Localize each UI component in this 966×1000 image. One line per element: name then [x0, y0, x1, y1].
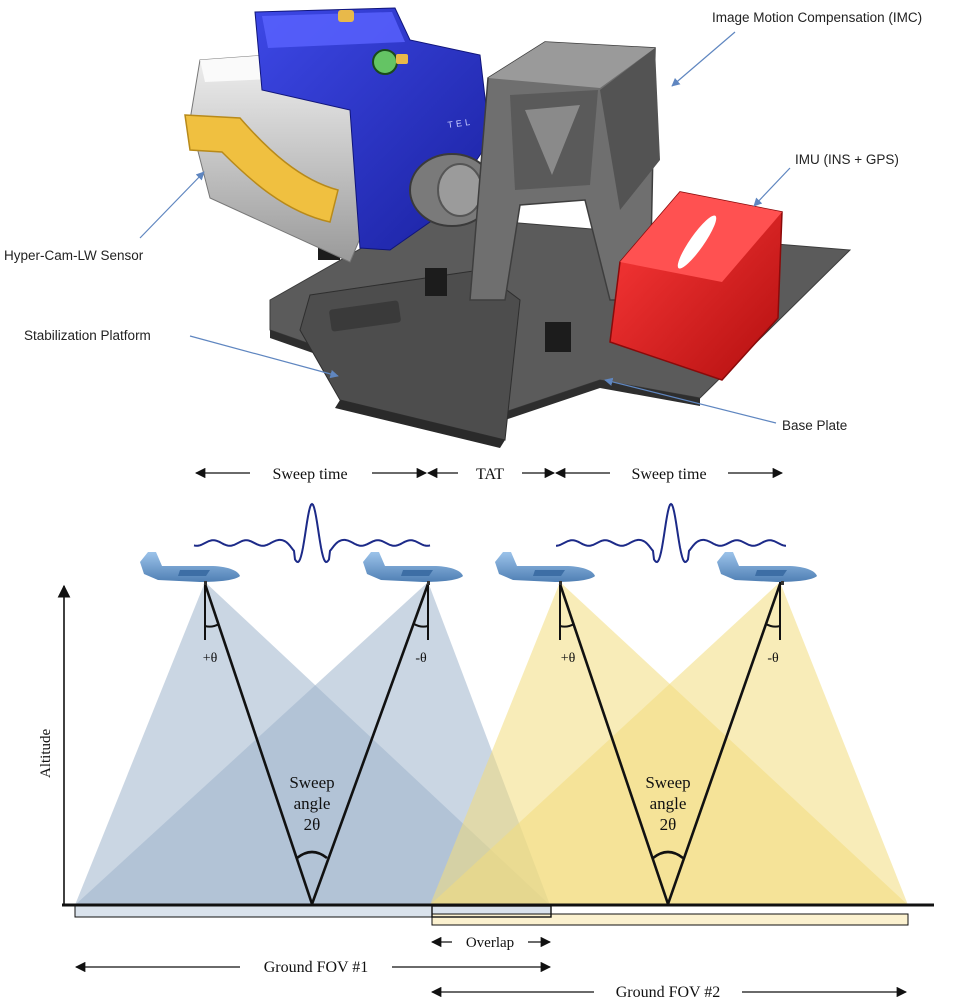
interferogram-wave-2: [556, 502, 786, 564]
sensor-head-top: [262, 12, 405, 48]
callout-base: Base Plate: [782, 418, 847, 433]
fov-2-beam-right: [430, 582, 908, 905]
aircraft-3: [495, 552, 595, 585]
sweep-angle-1-line2: angle: [294, 794, 331, 813]
aircraft-group: [140, 552, 817, 585]
sweep-2-line-plus: [558, 583, 670, 905]
sensor-knob-1: [338, 10, 354, 22]
angle-arc-2: [413, 623, 429, 628]
sweep-time-1-label: Sweep time: [272, 466, 347, 483]
overlap-label: Overlap: [466, 935, 514, 951]
angle-minus-1: -θ: [415, 651, 427, 666]
callout-imc: Image Motion Compensation (IMC): [712, 10, 922, 25]
sensor-knob-2: [396, 54, 408, 64]
lens-face: [437, 163, 483, 217]
sensor-window: [372, 49, 398, 75]
angle-arc-4: [765, 623, 781, 628]
sweep-angle-2-line1: Sweep: [645, 773, 690, 792]
overlap-bar: [431, 905, 552, 918]
sensor-handle: [184, 114, 339, 223]
sweep-time-2-label: Sweep time: [631, 466, 706, 483]
mount-foot-1: [425, 268, 447, 296]
callout-platform: Stabilization Platform: [24, 328, 151, 343]
sweep-1-line-plus: [203, 583, 314, 905]
mount-foot-2: [545, 322, 571, 352]
sweep-angle-1-line3: 2θ: [304, 815, 321, 834]
interferogram-wave-1: [193, 502, 431, 564]
angle-plus-1: +θ: [203, 651, 218, 666]
dimension-arrows: [74, 936, 908, 998]
imc-brace-2: [525, 105, 580, 175]
callout-imu: IMU (INS + GPS): [795, 152, 899, 167]
brand-mark: TEL: [447, 117, 474, 130]
hardware-callouts: Image Motion Compensation (IMC) IMU (INS…: [4, 10, 922, 433]
sweep-1-line-minus: [310, 583, 430, 905]
sweep-angle-2-line3: 2θ: [660, 815, 677, 834]
sweep-angle-2-line2: angle: [650, 794, 687, 813]
platform-lower: [335, 400, 505, 448]
fov-2-bar: [431, 913, 909, 926]
callout-sensor-arrow: [139, 171, 205, 239]
aircraft-4: [717, 552, 817, 585]
sweep-lines: [203, 582, 782, 905]
fov-2-coverage: [430, 582, 908, 905]
imc-mirror-arm: [600, 48, 660, 210]
angle-plus-2: +θ: [561, 651, 576, 666]
callout-platform-arrow: [189, 335, 339, 379]
fov-1-coverage: [75, 582, 550, 905]
callout-sensor: Hyper-Cam-LW Sensor: [4, 248, 144, 263]
sweep-angle-arc-1: [296, 850, 328, 860]
angle-arc-3: [559, 623, 575, 628]
sweep-2-line-minus: [666, 583, 782, 905]
tat-label: TAT: [476, 466, 504, 483]
hardware-illustration: TEL: [184, 7, 852, 448]
aircraft-2: [363, 552, 463, 585]
sweep-angle-1-line1: Sweep: [289, 773, 334, 792]
sweep-angle-label-1: Sweep angle 2θ: [289, 773, 334, 834]
aircraft-1: [140, 552, 240, 585]
sweep-angle-arc-2: [652, 850, 684, 860]
callout-imu-arrow: [753, 167, 791, 207]
imu-label-plate: [677, 215, 717, 269]
fov-1-label: Ground FOV #1: [264, 959, 369, 976]
callout-base-arrow: [604, 377, 777, 424]
angle-arc-1: [204, 623, 220, 628]
fov-2-label: Ground FOV #2: [616, 984, 721, 1000]
sweep-angle-label-2: Sweep angle 2θ: [645, 773, 690, 834]
platform-slot: [329, 300, 401, 332]
callout-imc-arrow: [671, 31, 736, 87]
angle-minus-2: -θ: [767, 651, 779, 666]
altitude-label: Altitude: [38, 728, 54, 778]
imc-frame-top: [488, 42, 655, 88]
fov-1-beam-right: [75, 582, 550, 905]
